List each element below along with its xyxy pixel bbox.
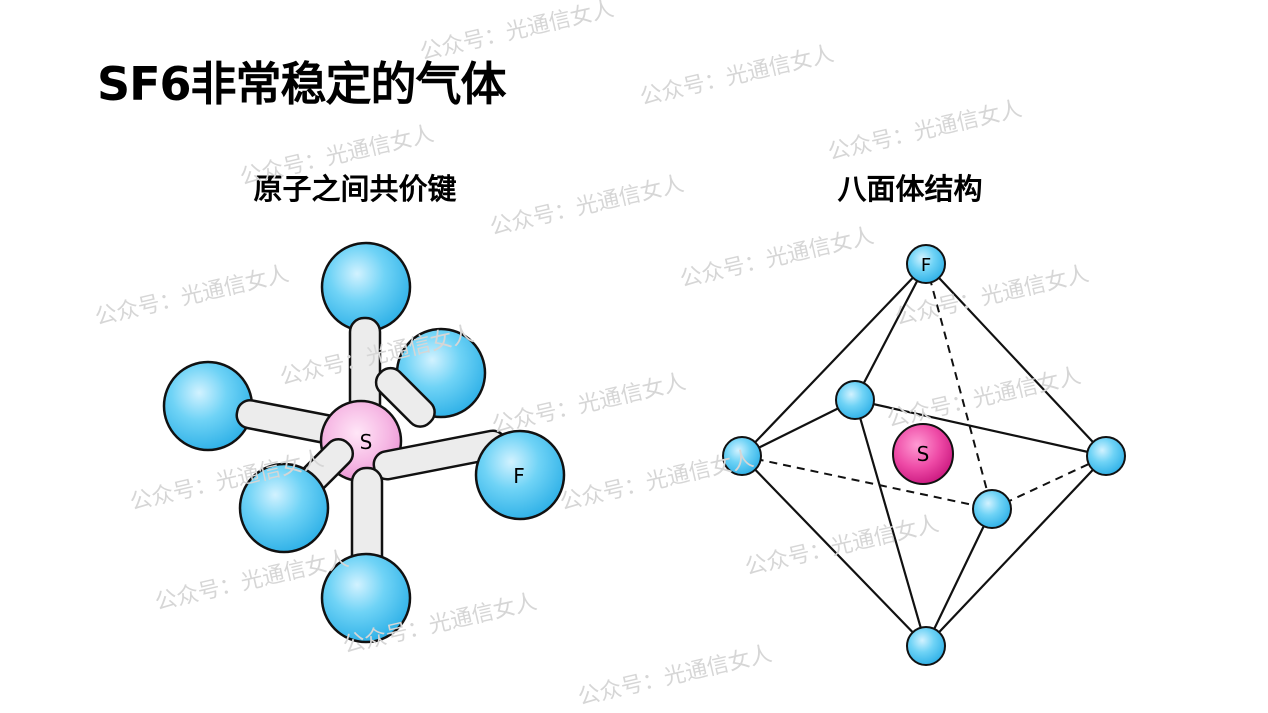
octahedron-fluorine-label: F xyxy=(921,255,931,276)
edge xyxy=(741,455,927,647)
ball-and-stick-model: S F xyxy=(162,241,566,644)
sulfur-label: S xyxy=(360,430,373,454)
edge xyxy=(854,263,927,401)
octahedron-sulfur-atom xyxy=(892,423,954,485)
edge xyxy=(925,455,1107,647)
hidden-edge xyxy=(741,455,993,510)
left-diagram-heading: 原子之间共价键 xyxy=(253,172,457,206)
edge xyxy=(741,399,856,457)
edge xyxy=(741,263,927,457)
page-title: SF6非常稳定的气体 xyxy=(97,57,507,111)
right-diagram-heading: 八面体结构 xyxy=(837,172,983,206)
octahedron-vertex-left xyxy=(722,436,762,476)
edge xyxy=(925,263,1107,457)
edge xyxy=(854,398,1107,458)
bond-back-right xyxy=(374,366,436,428)
fluorine-atom-right xyxy=(474,429,566,521)
hidden-edge xyxy=(991,455,1107,510)
octahedron-vertex-bottom xyxy=(906,626,946,666)
octahedron-vertex-front xyxy=(972,489,1012,529)
fluorine-atom-front-left xyxy=(238,462,330,554)
octahedron-vertex-right xyxy=(1086,436,1126,476)
fluorine-label: F xyxy=(513,464,525,488)
octahedron-vertex-top xyxy=(906,244,946,284)
edge xyxy=(925,508,993,647)
fluorine-atom-bottom xyxy=(320,552,412,644)
octahedron-sulfur-label: S xyxy=(917,442,930,466)
octahedron-vertex-back xyxy=(835,380,875,420)
hidden-edge xyxy=(925,263,993,510)
octahedron-model: F S xyxy=(722,244,1126,666)
edge xyxy=(853,399,928,647)
